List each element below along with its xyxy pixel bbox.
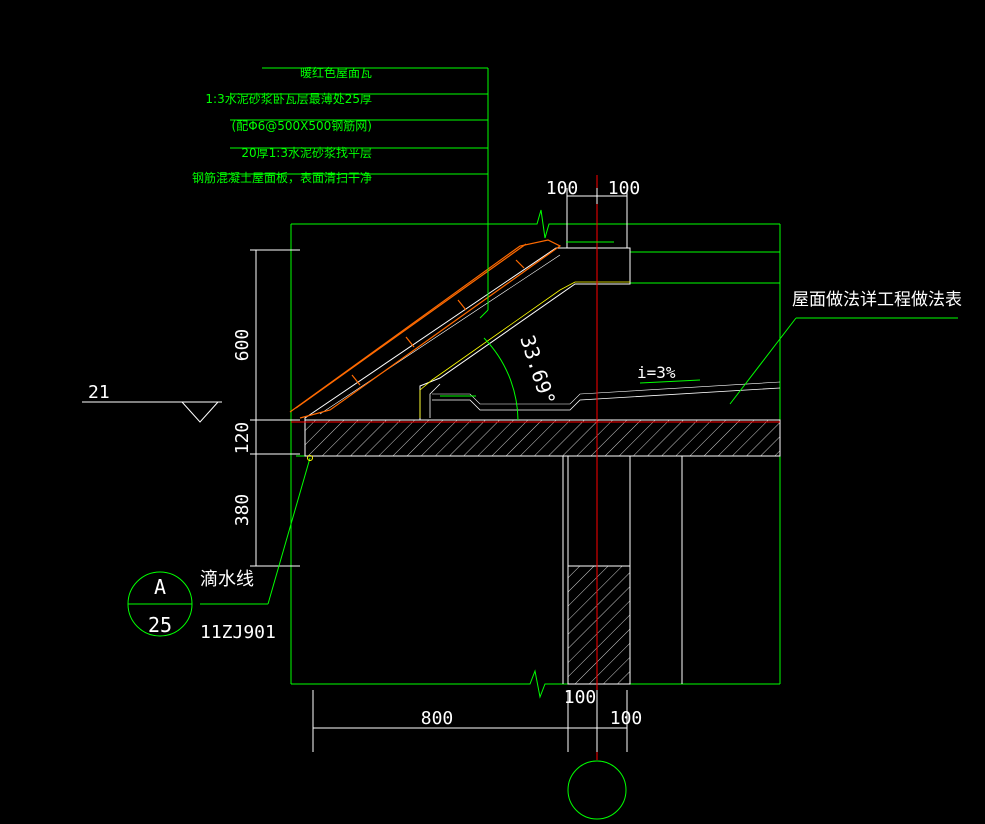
level-mark-label: 21 (88, 382, 110, 403)
angle-arc (440, 241, 701, 421)
drip-line-label: 滴水线 (200, 569, 254, 590)
detail-reference (127, 455, 313, 637)
note-leaders (220, 67, 489, 319)
angle-label: 33.69° (515, 332, 560, 408)
detail-letter: A (154, 575, 166, 599)
layer-note-2: 1:3水泥砂浆卧瓦层最薄处25厚 (205, 91, 372, 106)
layer-note-5: 钢筋混凝土屋面板，表面清扫干净 (192, 170, 372, 185)
level-mark (82, 401, 222, 423)
dim-800: 800 (421, 708, 454, 729)
layer-note-4: 20厚1:3水泥砂浆找平层 (241, 145, 372, 160)
roof-note-leader (729, 317, 958, 405)
axis-lines (291, 175, 780, 760)
dim-top-right: 100 (608, 178, 641, 199)
layer-note-3: (配Φ6@500X500钢筋网) (232, 118, 372, 133)
concrete-eave-slab (304, 247, 781, 421)
layer-note-1: 暖红色屋面瓦 (300, 65, 372, 80)
dim-bottom-100a: 100 (564, 687, 597, 708)
detail-atlas: 11ZJ901 (200, 622, 276, 643)
dim-380: 380 (232, 494, 253, 527)
dim-600: 600 (232, 329, 253, 362)
dim-120: 120 (232, 422, 253, 455)
detail-number: 25 (148, 613, 172, 637)
axis-bubble (567, 760, 627, 820)
dimension-lines (250, 188, 628, 752)
roof-slab (304, 419, 781, 457)
dim-top-left: 100 (546, 178, 579, 199)
roof-tiles (289, 239, 562, 419)
dim-bottom-100b: 100 (610, 708, 643, 729)
roof-note: 屋面做法详工程做法表 (792, 290, 962, 310)
slope-label: i=3% (637, 363, 676, 382)
wall-column (562, 455, 780, 685)
